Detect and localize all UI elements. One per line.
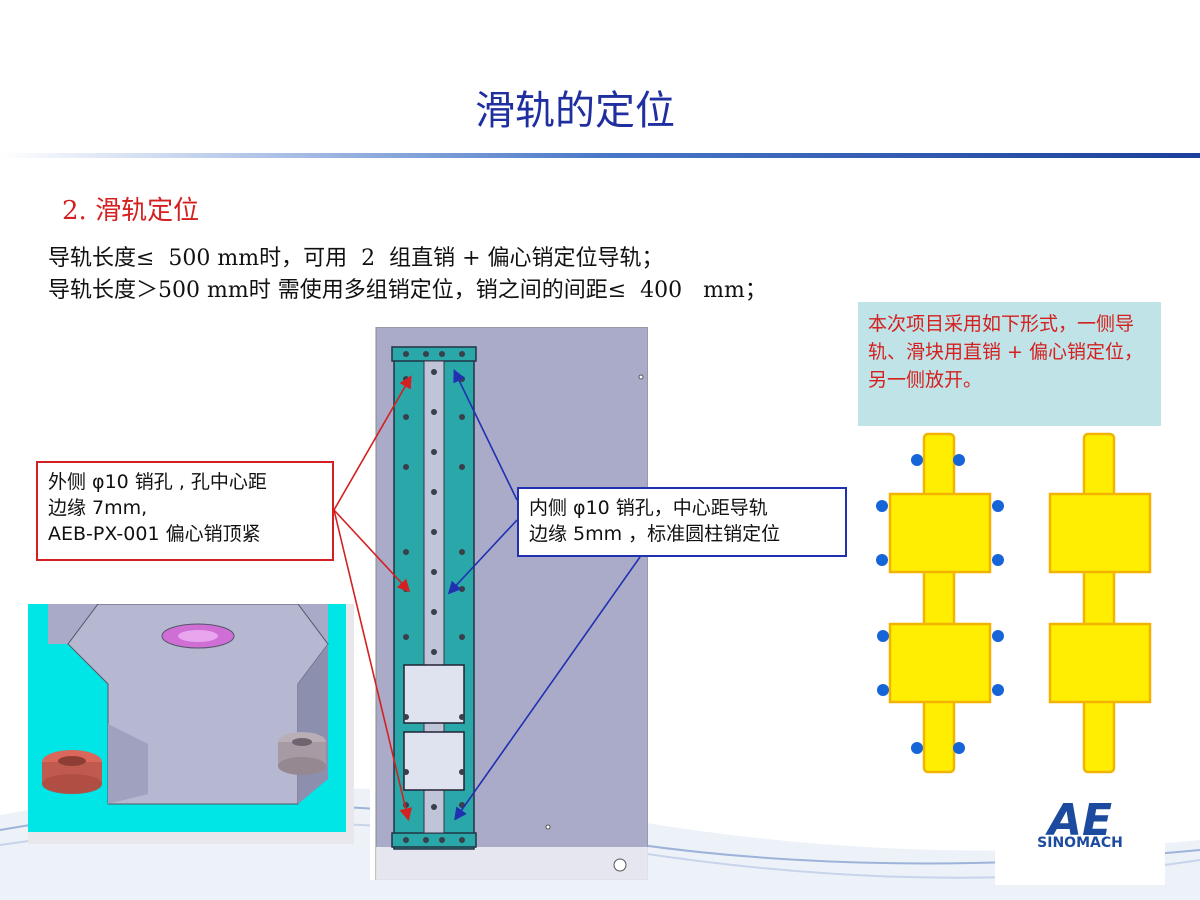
rule-line-1: 导轨长度≤ 500 mm时，可用 2 组直销 + 偏心销定位导轨； [48,246,664,271]
outer-pin-hole-callout: 外侧 φ10 销孔 , 孔中心距 边缘 7mm, AEB-PX-001 偏心销顶… [36,461,334,561]
logo-name: SINOMACH [1037,835,1123,851]
ae-logo-icon: AE SINOMACH [1037,795,1123,851]
outer-callout-line-1: 外侧 φ10 销孔 , 孔中心距 [48,471,267,493]
pin-layout-diagram [876,432,1152,774]
outer-callout-line-2: 边缘 7mm, [48,497,148,519]
section-heading: 2. 滑轨定位 [62,196,200,226]
logo-mark: AE [1045,795,1112,846]
outer-callout-line-3: AEB-PX-001 偏心销顶紧 [48,523,261,545]
inner-pin-hole-callout: 内侧 φ10 销孔，中心距导轨 边缘 5mm ，标准圆柱销定位 [517,487,847,557]
sinomach-logo: AE SINOMACH [995,785,1165,885]
slide-title: 滑轨的定位 [475,88,675,134]
rule-line-2: 导轨长度＞500 mm时 需使用多组销定位，销之间的间距≤ 400 mm； [48,278,767,303]
inner-callout-line-1: 内侧 φ10 销孔，中心距导轨 [529,497,768,519]
pin-detail-3d-image [28,604,354,844]
inner-callout-line-2: 边缘 5mm ，标准圆柱销定位 [529,523,781,545]
project-note-box: 本次项目采用如下形式，一侧导轨、滑块用直销 + 偏心销定位，另一侧放开。 [858,302,1161,426]
rail-cad-drawing [370,327,648,880]
header-divider [0,153,1200,158]
